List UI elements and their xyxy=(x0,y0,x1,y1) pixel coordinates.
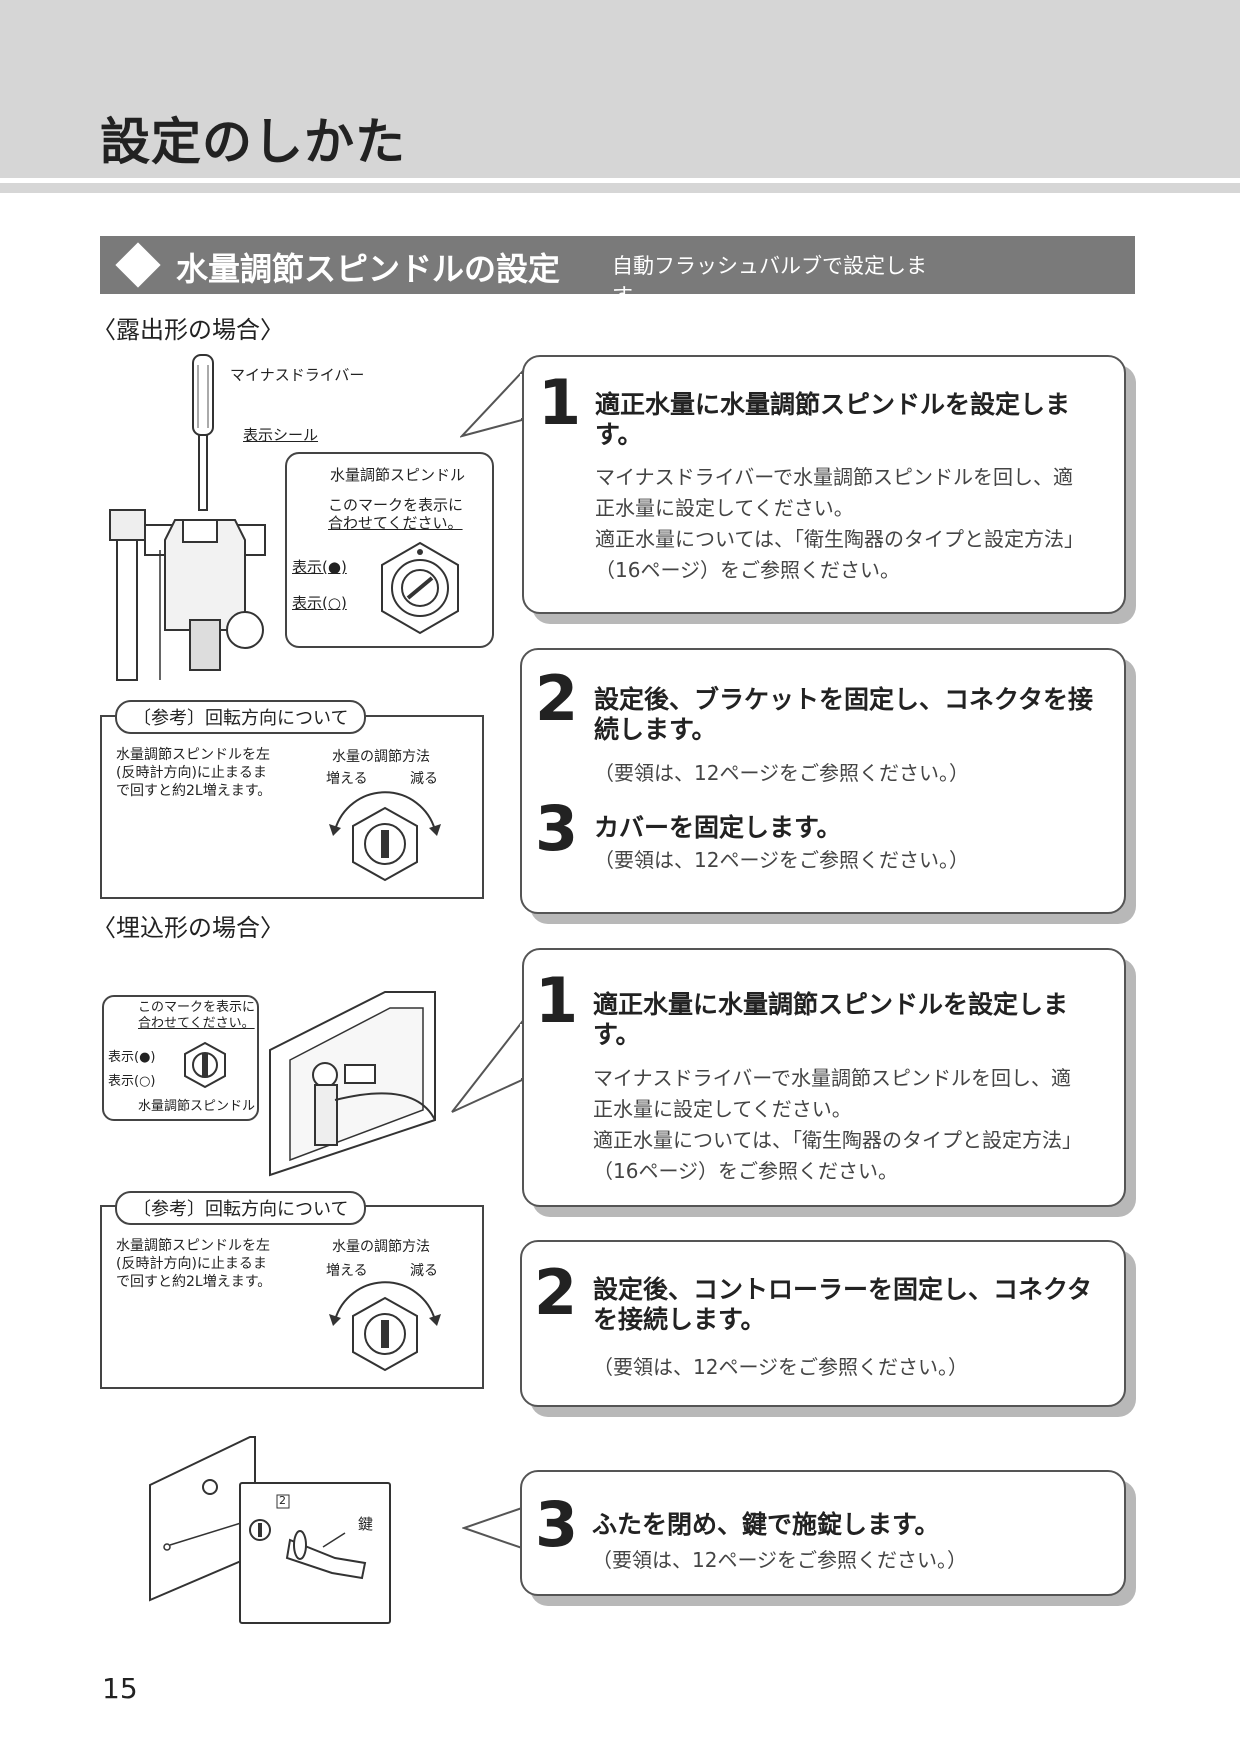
exposed-reference-tab: 〔参考〕回転方向について xyxy=(115,700,367,734)
embedded-spindle-dial-icon xyxy=(184,1041,226,1089)
body-line: （16ページ）をご参照ください。 xyxy=(593,1159,899,1183)
embedded-reference-text-1: 水量調節スピンドルを左 xyxy=(116,1238,270,1254)
exposed-step-2-number: 2 xyxy=(535,662,579,735)
mark-note-2: 合わせてください。 xyxy=(328,514,463,532)
embedded-step-card-3 xyxy=(520,1470,1126,1596)
embedded-step-3-title: ふたを閉め、鍵で施錠します。 xyxy=(592,1510,940,1539)
exposed-step-card-1 xyxy=(522,355,1126,614)
embedded-box-illustration xyxy=(269,991,436,1177)
section-bar xyxy=(100,236,1135,294)
screwdriver-label: マイナスドライバー xyxy=(230,366,365,384)
embedded-spindle-callout xyxy=(102,995,259,1121)
embedded-rotation-dial-icon xyxy=(329,1281,441,1372)
body-line: 正水量に設定してください。 xyxy=(595,496,854,520)
exposed-reference-text-3: で回すと約2L増えます。 xyxy=(116,783,272,799)
embedded-decrease-label: 減る xyxy=(410,1263,438,1279)
mark-note-1: このマークを表示に xyxy=(328,496,464,514)
embedded-reference-text-3: で回すと約2L増えます。 xyxy=(116,1274,272,1290)
spindle-dial-icon xyxy=(381,541,459,635)
embedded-step-1-title: 適正水量に水量調節スピンドルを設定します。 xyxy=(593,990,1069,1049)
embedded-step-1-number: 1 xyxy=(535,964,579,1037)
exposed-step-2-title: 設定後、ブラケットを固定し、コネクタを接続します。 xyxy=(594,685,1094,744)
exposed-step-1-body: マイナスドライバーで水量調節スピンドルを回し、適 正水量に設定してください。 適… xyxy=(595,462,1115,586)
page-title: 設定のしかた xyxy=(100,113,406,171)
exposed-case-label: 〈露出形の場合〉 xyxy=(92,316,284,344)
spindle-label: 水量調節スピンドル xyxy=(330,466,466,484)
exposed-rotation-dial-icon xyxy=(329,791,441,882)
embedded-reference-tab: 〔参考〕回転方向について xyxy=(115,1191,367,1225)
section-title: 水量調節スピンドルの設定 xyxy=(176,250,561,288)
exposed-valve-illustration xyxy=(109,354,266,681)
header-band xyxy=(0,0,1240,178)
key-lock-illustration xyxy=(149,1436,391,1624)
exposed-step-3-title: カバーを固定します。 xyxy=(594,813,842,842)
body-line: （16ページ）をご参照ください。 xyxy=(595,558,901,582)
embedded-step-2-body: （要領は、12ページをご参照ください。） xyxy=(593,1355,969,1379)
exposed-step-1-title: 適正水量に水量調節スピンドルを設定します。 xyxy=(595,390,1071,449)
embedded-card3-pointer xyxy=(462,1506,524,1550)
embedded-step-2-number: 2 xyxy=(534,1256,578,1329)
exposed-increase-label: 増える xyxy=(326,771,368,787)
exposed-step-3-number: 3 xyxy=(535,792,579,865)
embedded-step-card-1 xyxy=(522,948,1126,1207)
exposed-method-label: 水量の調節方法 xyxy=(332,749,430,765)
body-line: マイナスドライバーで水量調節スピンドルを回し、適 xyxy=(595,465,1073,489)
embedded-increase-label: 増える xyxy=(326,1263,368,1279)
body-line: 正水量に設定してください。 xyxy=(593,1097,852,1121)
embedded-display-open: 表示(○) xyxy=(108,1074,156,1089)
seal-label: 表示シール xyxy=(243,426,319,444)
header-divider xyxy=(0,183,1240,193)
page-number: 15 xyxy=(102,1672,138,1705)
exposed-card1-pointer xyxy=(460,370,524,438)
inset-number: 2 xyxy=(279,1494,286,1507)
embedded-spindle-label: 水量調節スピンドル xyxy=(138,1099,256,1114)
display-open-label: 表示(○) xyxy=(292,594,347,612)
exposed-reference-text-2: (反時計方向)に止まるま xyxy=(116,765,267,781)
body-line: 適正水量については、「衛生陶器のタイプと設定方法」 xyxy=(595,527,1084,551)
exposed-reference-text-1: 水量調節スピンドルを左 xyxy=(116,747,270,763)
embedded-case-label: 〈埋込形の場合〉 xyxy=(92,914,284,942)
display-filled-label: 表示(●) xyxy=(292,558,347,576)
embedded-mark-note-1: このマークを表示に xyxy=(138,1000,256,1015)
exposed-decrease-label: 減る xyxy=(410,771,438,787)
embedded-display-filled: 表示(●) xyxy=(108,1050,156,1065)
embedded-step-2-title: 設定後、コントローラーを固定し、コネクタを接続します。 xyxy=(593,1275,1093,1334)
embedded-reference-text-2: (反時計方向)に止まるま xyxy=(116,1256,267,1272)
key-label: 鍵 xyxy=(358,1515,374,1533)
embedded-step-3-body: （要領は、12ページをご参照ください。） xyxy=(592,1548,968,1572)
embedded-mark-note-2: 合わせてください。 xyxy=(138,1016,255,1031)
exposed-step-1-number: 1 xyxy=(538,366,582,439)
embedded-card1-pointer xyxy=(451,1020,524,1113)
embedded-method-label: 水量の調節方法 xyxy=(332,1239,430,1255)
embedded-step-3-number: 3 xyxy=(535,1488,579,1561)
exposed-step-3-body: （要領は、12ページをご参照ください。） xyxy=(594,848,970,872)
embedded-step-1-body: マイナスドライバーで水量調節スピンドルを回し、適 正水量に設定してください。 適… xyxy=(593,1063,1115,1187)
body-line: マイナスドライバーで水量調節スピンドルを回し、適 xyxy=(593,1066,1071,1090)
embedded-step-card-2 xyxy=(520,1240,1126,1407)
exposed-step-card-2-3 xyxy=(520,648,1126,914)
section-subtitle: 自動フラッシュバルブで設定します。 xyxy=(612,250,964,319)
body-line: 適正水量については、「衛生陶器のタイプと設定方法」 xyxy=(593,1128,1082,1152)
exposed-step-2-body: （要領は、12ページをご参照ください。） xyxy=(594,761,970,785)
